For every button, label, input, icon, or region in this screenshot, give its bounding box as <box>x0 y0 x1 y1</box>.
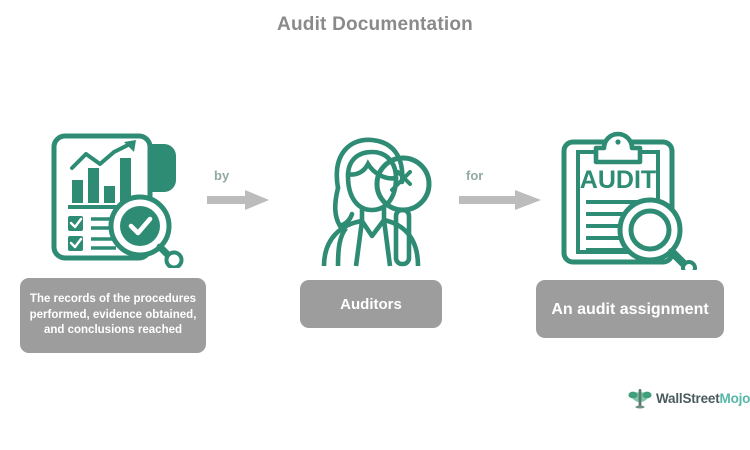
arrow-right-icon <box>207 190 269 210</box>
connector-by: by <box>207 168 269 210</box>
caption-auditors: Auditors <box>300 280 442 328</box>
caption-records: The records of the procedures performed,… <box>20 278 206 353</box>
wallstreetmojo-logo-icon <box>628 389 652 409</box>
audit-report-chart-checklist-magnifier-icon <box>51 133 184 268</box>
page-title: Audit Documentation <box>277 14 473 35</box>
connector-label-by: by <box>214 168 230 183</box>
caption-assignment: An audit assignment <box>536 280 724 338</box>
flow-stage-auditors: Auditors <box>292 128 450 338</box>
connector-label-for: for <box>466 168 484 183</box>
audit-clipboard-magnifier-icon: AUDIT <box>561 131 697 270</box>
brand-name-accent: Mojo <box>719 390 750 406</box>
arrow-right-icon <box>459 190 541 210</box>
brand-wordmark: WallStreetMojo <box>656 391 750 406</box>
flow-stage-records: The records of the procedures performed,… <box>14 128 206 353</box>
brand-name-primary: WallStreet <box>656 390 720 406</box>
flow-stage-assignment: AUDIT An audit assignment <box>530 128 724 340</box>
brand-logo[interactable]: WallStreetMojo <box>628 386 750 410</box>
audit-icon-label: AUDIT <box>580 166 656 194</box>
auditor-person-magnifier-icon <box>321 137 432 267</box>
connector-for: for <box>459 168 541 210</box>
